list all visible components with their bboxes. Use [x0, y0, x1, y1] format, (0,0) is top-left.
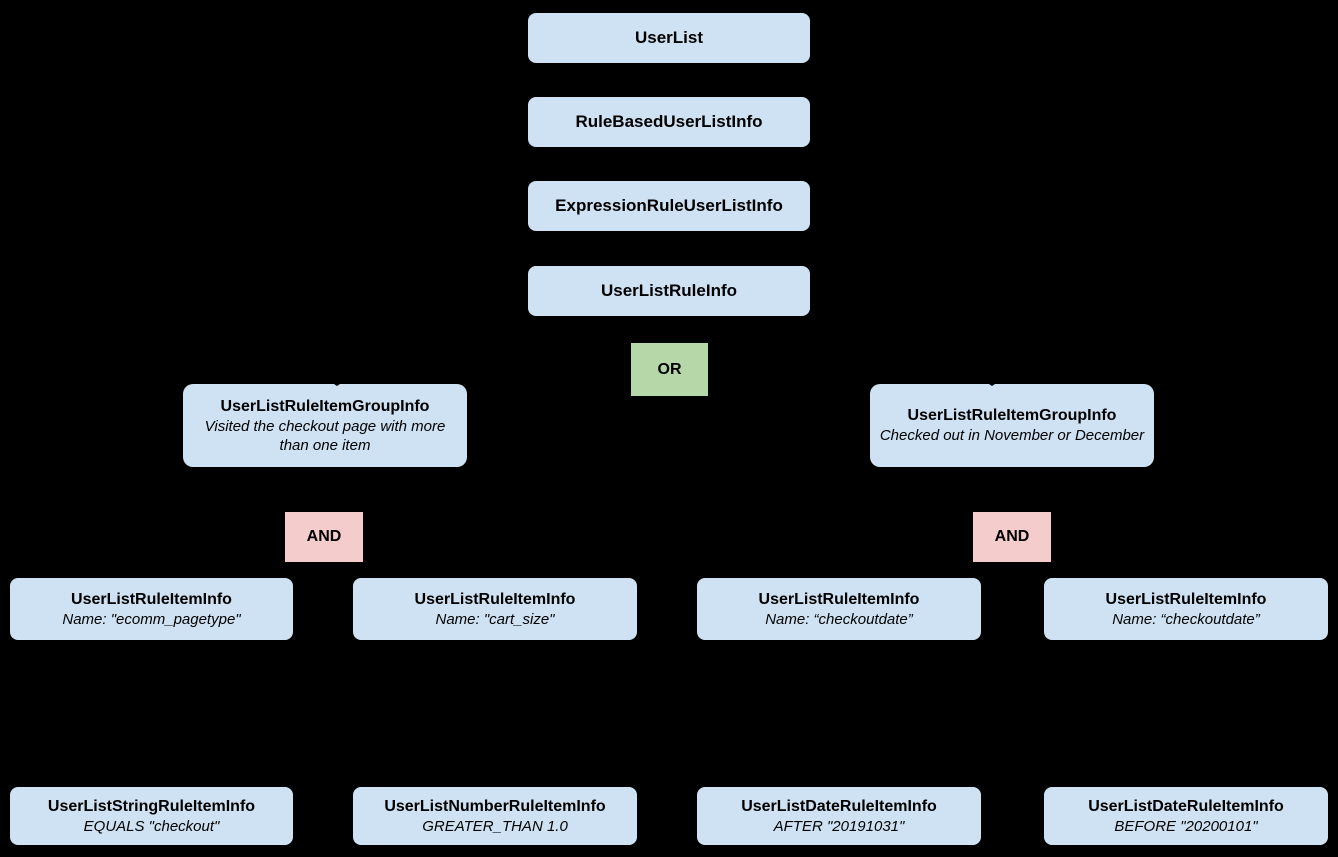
operand-string-rule-item-info: UserListStringRuleItemInfo EQUALS "check… [10, 787, 293, 845]
rule-item-subtitle: Name: "cart_size" [435, 610, 555, 628]
group-left-user-list-rule-item-group-info: UserListRuleItemGroupInfo Visited the ch… [183, 384, 467, 467]
rule-item-title: UserListRuleItemInfo [1105, 590, 1267, 608]
rule-item-subtitle: Name: “checkoutdate” [1112, 610, 1260, 628]
and-operator-left: AND [285, 512, 363, 562]
operand-subtitle: GREATER_THAN 1.0 [422, 817, 568, 835]
operand-title: UserListDateRuleItemInfo [1088, 797, 1284, 815]
and-label: AND [306, 528, 342, 545]
rule-item-ecomm-pagetype: UserListRuleItemInfo Name: "ecomm_pagety… [10, 578, 293, 640]
operand-title: UserListStringRuleItemInfo [47, 797, 256, 815]
operand-title: UserListNumberRuleItemInfo [384, 797, 606, 815]
group-subtitle: Visited the checkout page with more than… [204, 417, 446, 454]
operand-number-rule-item-info: UserListNumberRuleItemInfo GREATER_THAN … [353, 787, 637, 845]
group-title: UserListRuleItemGroupInfo [907, 407, 1117, 424]
rule-item-subtitle: Name: “checkoutdate” [765, 610, 913, 628]
operand-subtitle: AFTER "20191031" [773, 817, 905, 835]
node-expression-rule-user-list-info: ExpressionRuleUserListInfo [528, 181, 810, 231]
or-operator: OR [631, 343, 708, 396]
rule-item-subtitle: Name: "ecomm_pagetype" [62, 610, 241, 628]
rule-item-title: UserListRuleItemInfo [758, 590, 920, 608]
node-user-list-rule-info: UserListRuleInfo [528, 266, 810, 316]
rule-item-checkoutdate-before: UserListRuleItemInfo Name: “checkoutdate… [1044, 578, 1328, 640]
group-subtitle: Checked out in November or December [879, 427, 1145, 444]
and-operator-right: AND [973, 512, 1051, 562]
node-label: ExpressionRuleUserListInfo [555, 196, 783, 215]
operand-title: UserListDateRuleItemInfo [741, 797, 937, 815]
group-title: UserListRuleItemGroupInfo [220, 397, 430, 415]
node-label: UserListRuleInfo [600, 281, 738, 300]
operand-subtitle: BEFORE "20200101" [1114, 817, 1258, 835]
operand-date-rule-item-info-after: UserListDateRuleItemInfo AFTER "20191031… [697, 787, 981, 845]
or-label: OR [657, 360, 682, 378]
rule-item-title: UserListRuleItemInfo [414, 590, 576, 608]
group-right-user-list-rule-item-group-info: UserListRuleItemGroupInfo Checked out in… [870, 384, 1154, 467]
operand-date-rule-item-info-before: UserListDateRuleItemInfo BEFORE "2020010… [1044, 787, 1328, 845]
rule-item-checkoutdate-after: UserListRuleItemInfo Name: “checkoutdate… [697, 578, 981, 640]
operand-subtitle: EQUALS "checkout" [83, 817, 220, 835]
node-userlist: UserList [528, 13, 810, 63]
rule-item-title: UserListRuleItemInfo [71, 590, 232, 608]
arrowhead-icon [980, 378, 1004, 386]
and-label: AND [994, 528, 1030, 545]
node-label: RuleBasedUserListInfo [575, 112, 763, 131]
arrowhead-icon [325, 378, 349, 386]
node-rule-based-user-list-info: RuleBasedUserListInfo [528, 97, 810, 147]
node-label: UserList [634, 28, 704, 47]
rule-item-cart-size: UserListRuleItemInfo Name: "cart_size" [353, 578, 637, 640]
